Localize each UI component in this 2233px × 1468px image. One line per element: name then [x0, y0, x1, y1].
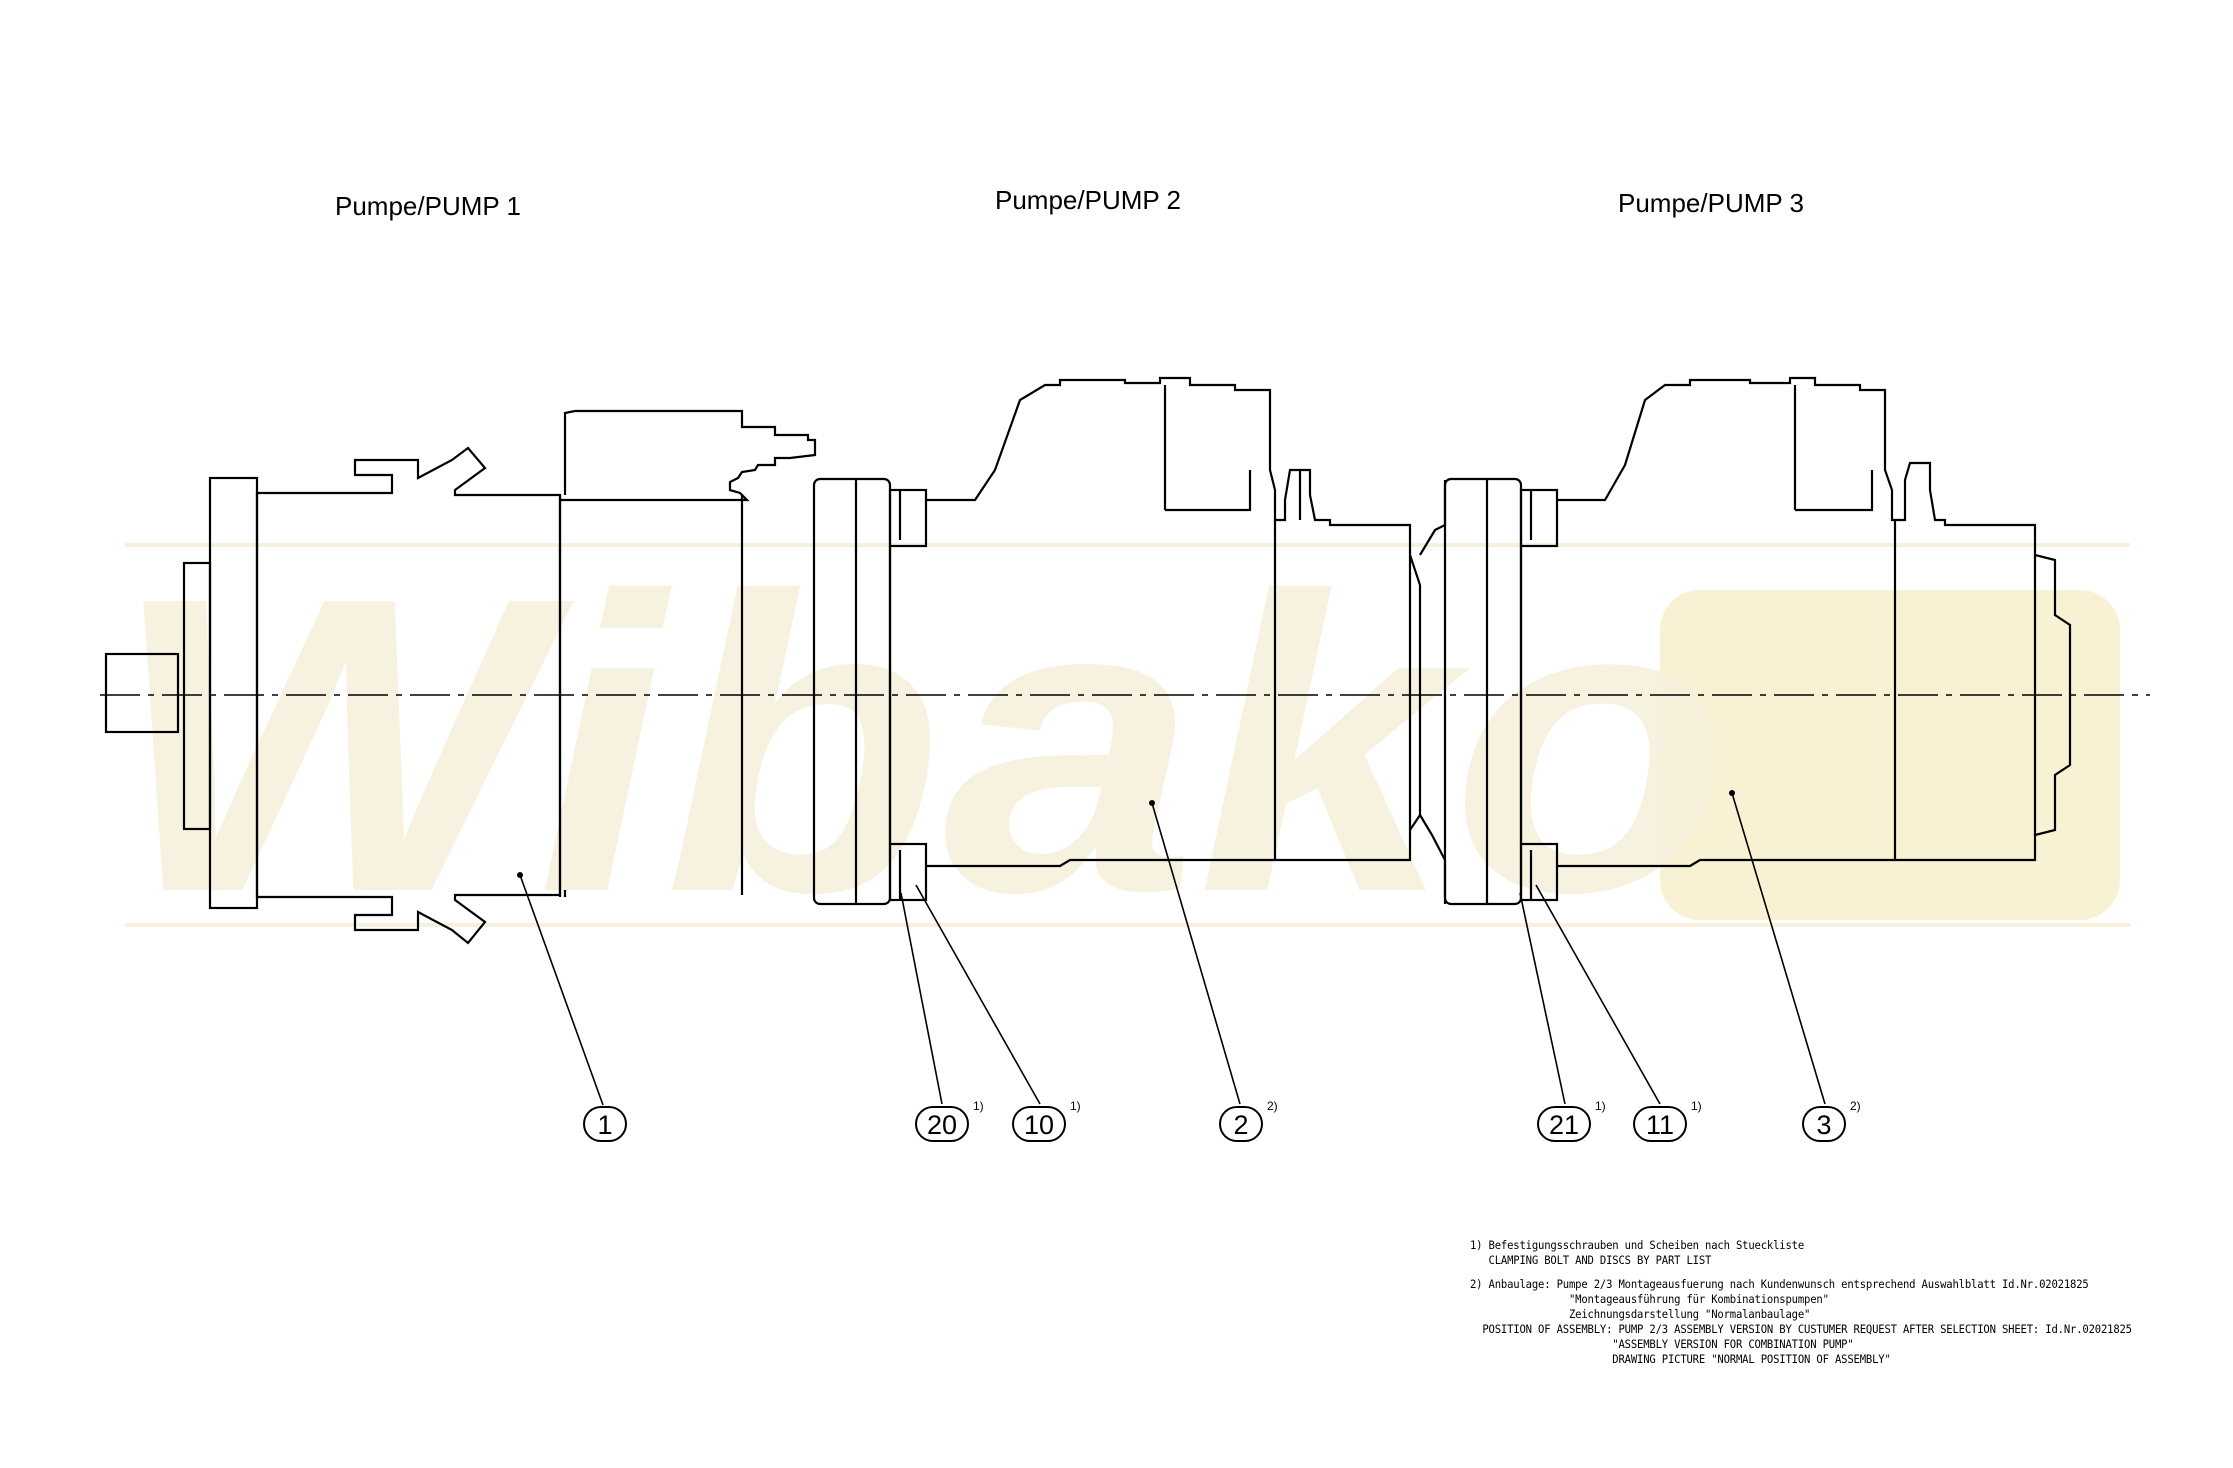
pump-1-body: [104, 409, 817, 945]
watermark-badge: [1660, 590, 2120, 920]
callout-2-number: 2: [1233, 1110, 1248, 1140]
callout-10-bubble: [1012, 1106, 1066, 1142]
note-1-line-1: 1) Befestigungsschrauben und Scheiben na…: [1470, 1238, 1805, 1252]
callout-21-number: 21: [1549, 1110, 1579, 1140]
callout-11-number: 11: [1646, 1110, 1674, 1140]
callout-3-bubble: [1802, 1106, 1846, 1142]
callout-2-bubble: [1219, 1106, 1263, 1142]
pump-1-title: Pumpe/PUMP 1: [335, 191, 521, 221]
pump-3-title: Pumpe/PUMP 3: [1618, 188, 1804, 218]
leader-dots: [517, 790, 1735, 878]
callout-20-number: 20: [927, 1110, 957, 1140]
callout-11-bubble: [1633, 1106, 1687, 1142]
watermark-text: Wibako: [110, 511, 1730, 980]
note-2-line-6: DRAWING PICTURE "NORMAL POSITION OF ASSE…: [1470, 1352, 1891, 1366]
callout-20-bubble: [915, 1106, 969, 1142]
callout-3-number: 3: [1816, 1110, 1831, 1140]
footnotes: 1) Befestigungsschrauben und Scheiben na…: [1470, 1238, 2151, 1367]
note-2-line-2: "Montageausführung für Kombinationspumpe…: [1470, 1292, 1829, 1306]
pump-3-body: [1419, 376, 2072, 906]
callout-11-sup: 1): [1691, 1099, 1702, 1113]
callout-1-number: 1: [597, 1110, 612, 1140]
callout-3-sup: 2): [1850, 1099, 1861, 1113]
callout-10-sup: 1): [1070, 1099, 1081, 1113]
pump-2-title: Pumpe/PUMP 2: [995, 185, 1181, 215]
callout-20-sup: 1): [973, 1099, 984, 1113]
callout-2-sup: 2): [1267, 1099, 1278, 1113]
note-2-line-5: "ASSEMBLY VERSION FOR COMBINATION PUMP": [1470, 1337, 1854, 1351]
watermark: Wibako: [110, 511, 2130, 980]
callout-1-bubble: [583, 1106, 627, 1142]
leader-lines: [519, 792, 1826, 1106]
callout-21-sup: 1): [1595, 1099, 1606, 1113]
note-2-line-4: POSITION OF ASSEMBLY: PUMP 2/3 ASSEMBLY …: [1470, 1322, 2132, 1336]
callout-10-number: 10: [1024, 1110, 1054, 1140]
callout-21-bubble: [1537, 1106, 1591, 1142]
note-1-line-2: CLAMPING BOLT AND DISCS BY PART LIST: [1470, 1253, 1712, 1267]
note-2-line-3: Zeichnungsdarstellung "Normalanbaulage": [1470, 1307, 1811, 1321]
note-2-line-1: 2) Anbaulage: Pumpe 2/3 Montageausfuerun…: [1470, 1277, 2089, 1291]
